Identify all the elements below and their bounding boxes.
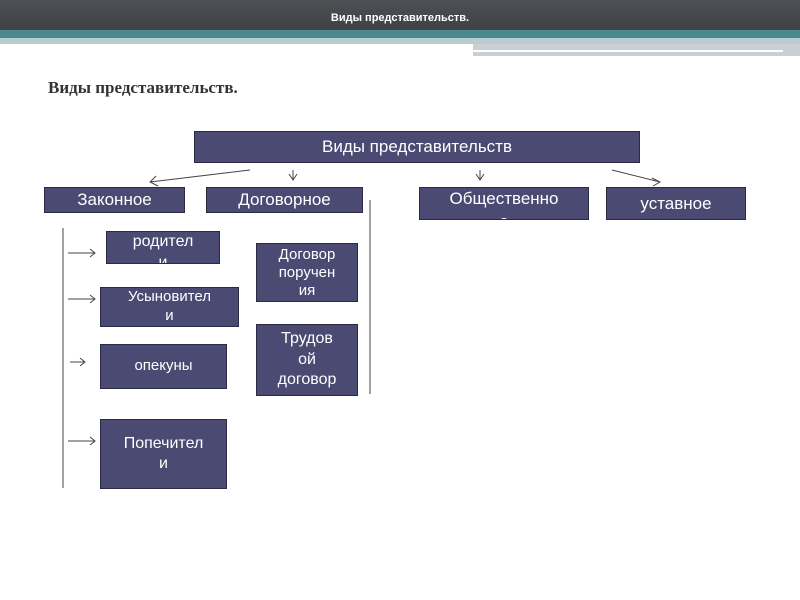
arrowhead-roditeli	[89, 248, 96, 258]
contract-item-poruchenie: Договор поручен ия	[256, 243, 358, 302]
category-dogovornoe: Договорное	[206, 187, 363, 213]
legal-item-roditeli: родител и	[106, 231, 220, 264]
contract-item-trudovoy-label: Трудов ой договор	[277, 329, 337, 389]
legal-item-usynoviteli-label: Усыновител и	[127, 288, 212, 324]
header-stripe-teal	[0, 30, 800, 38]
contract-item-trudovoy: Трудов ой договор	[256, 324, 358, 396]
slide-title: Виды представительств.	[48, 78, 238, 97]
legal-item-opekuny: опекуны	[100, 344, 227, 389]
arrowhead-obschestvennoe	[475, 173, 485, 181]
header-stripe-line	[473, 50, 783, 52]
connector-root-zakonnoe	[149, 169, 251, 183]
arrowhead-popechiteli	[89, 436, 96, 446]
category-zakonnoe: Законное	[44, 187, 185, 213]
legal-item-roditeli-label: родител и	[132, 233, 194, 264]
arrowhead-zakonnoe	[149, 175, 159, 187]
category-zakonnoe-label: Законное	[77, 190, 152, 210]
header-stripe-white	[0, 44, 473, 56]
arrowhead-usynoviteli	[89, 294, 96, 304]
category-obschestvennoe: Общественно е	[419, 187, 589, 220]
root-label: Виды представительств	[321, 137, 512, 157]
arrowhead-opekuny	[79, 357, 86, 367]
category-ustavnoe: уставное	[606, 187, 746, 220]
legal-item-popechiteli-label: Попечител и	[123, 435, 204, 472]
arrowhead-dogovornoe	[288, 173, 298, 181]
category-ustavnoe-label: уставное	[640, 193, 712, 213]
legal-item-opekuny-label: опекуны	[134, 357, 193, 375]
header-title: Виды представительств.	[330, 12, 470, 24]
contract-item-poruchenie-label: Договор поручен ия	[278, 245, 336, 299]
legal-item-popechiteli: Попечител и	[100, 419, 227, 489]
root-box: Виды представительств	[194, 131, 640, 163]
header-stripe-light	[0, 38, 800, 44]
legal-item-usynoviteli: Усыновител и	[100, 287, 239, 327]
arrowhead-ustavnoe	[651, 177, 662, 187]
connector-root-ustavnoe	[611, 169, 661, 183]
category-obschestvennoe-label: Общественно е	[449, 189, 559, 219]
category-dogovornoe-label: Договорное	[238, 190, 331, 210]
